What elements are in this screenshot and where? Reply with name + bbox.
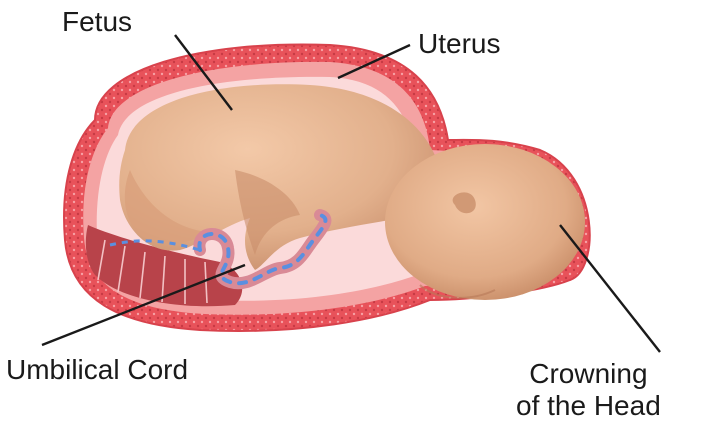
leader-crowning: [560, 225, 660, 352]
fetus-head: [385, 144, 585, 300]
label-crowning-of-the-head: Crowning of the Head: [516, 358, 661, 422]
label-uterus: Uterus: [418, 28, 500, 60]
label-crowning-line2: of the Head: [516, 390, 661, 422]
label-fetus: Fetus: [62, 6, 132, 38]
label-crowning-line1: Crowning: [516, 358, 661, 390]
label-umbilical-cord: Umbilical Cord: [6, 354, 188, 386]
